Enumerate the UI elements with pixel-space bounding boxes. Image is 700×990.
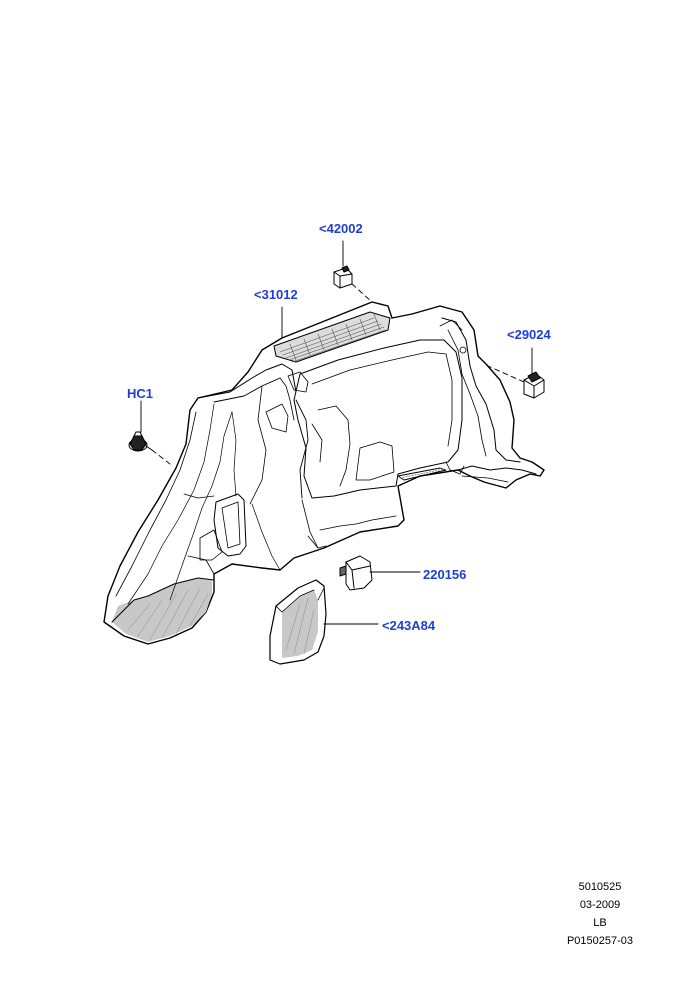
leader-42002-dashed [351, 283, 373, 303]
clip-29024 [523, 371, 545, 399]
leader-hc1-dashed [151, 449, 171, 465]
front-cutout [213, 493, 247, 557]
rear-pillar [441, 317, 521, 463]
bottom-seam-strip [397, 467, 447, 481]
region-code: LB [593, 917, 607, 929]
callout-220156[interactable]: 220156 [423, 567, 467, 582]
trim-cover-243a84 [269, 579, 327, 665]
lower-shaded-area [112, 578, 212, 642]
callout-29024[interactable]: <29024 [507, 327, 551, 342]
callout-hc1[interactable]: HC1 [127, 386, 154, 401]
front-panel-section [197, 363, 297, 399]
leader-29024-dashed [487, 365, 525, 383]
diagram-date: 03-2009 [579, 899, 621, 911]
grille-hatching [279, 313, 387, 363]
grille-strip [273, 311, 391, 363]
callout-42002[interactable]: <42002 [319, 221, 363, 236]
quarter-trim-panel [103, 301, 545, 645]
callout-243a84[interactable]: <243A84 [382, 618, 436, 633]
floor-flange [457, 465, 537, 475]
retainer-hc1 [128, 431, 153, 452]
illustration-id: P0150257-03 [566, 935, 634, 947]
cover-220156 [339, 555, 373, 591]
callout-31012[interactable]: <31012 [254, 287, 298, 302]
ref-number: 5010525 [578, 881, 622, 893]
clip-42002 [333, 265, 353, 289]
inner-recess [293, 339, 463, 499]
pillar-hole [459, 346, 467, 354]
